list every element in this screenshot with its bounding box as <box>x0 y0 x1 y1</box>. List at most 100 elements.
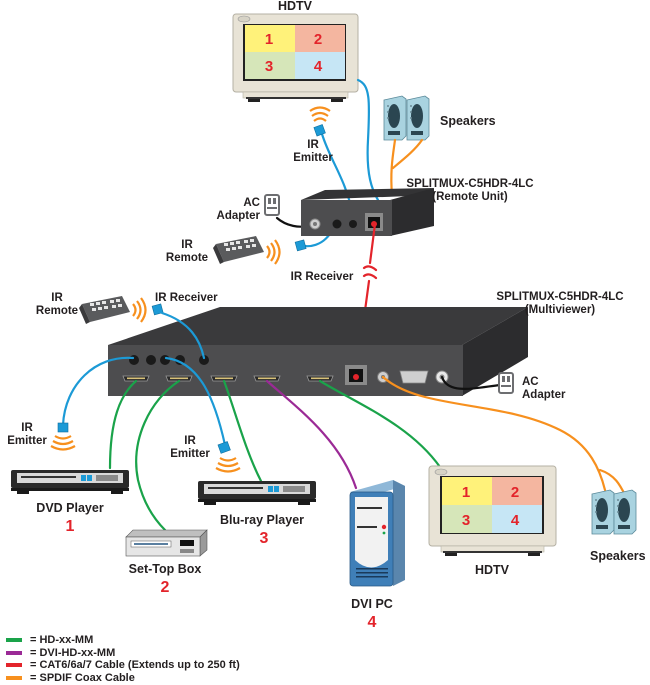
hdtv-top-quadrant-2 <box>295 25 345 52</box>
power-outlet-icon <box>264 194 280 216</box>
multiviewer-model-label: SPLITMUX-C5HDR-4LC <box>496 291 623 303</box>
dvd-player-icon <box>11 470 129 494</box>
legend-text: = DVI-HD-xx-MM <box>30 646 116 659</box>
source-number: 4 <box>368 614 377 631</box>
hdtv-top-quadrant-3 <box>245 52 295 79</box>
cable-hdmi-hdtv <box>318 379 442 469</box>
speakers-bottom: Speakers <box>590 489 646 563</box>
hdtv-top-quadrant-label: 2 <box>314 31 322 48</box>
ir-remote-top: IR Remote <box>166 236 281 266</box>
source-number: 3 <box>260 530 269 547</box>
cable-ac-power-main <box>440 375 502 390</box>
ir-receiver-top-label: IR Receiver <box>291 271 354 283</box>
hdtv-bottom-quadrant-2 <box>492 477 542 505</box>
source-dvi-pc: DVI PC 4 <box>349 480 405 631</box>
ir-emitter-dvd: IR Emitter <box>7 422 77 451</box>
ir-receiver-top: IR Receiver <box>291 239 354 283</box>
ir-emitter-top-label: Emitter <box>293 152 333 164</box>
legend-item: = SPDIF Coax Cable <box>6 672 240 685</box>
ac-adapter-top: AC Adapter <box>217 194 280 222</box>
cable-hdmi-bluray <box>222 379 263 483</box>
serial-port <box>399 370 429 384</box>
ir-remote-main-label: Remote <box>36 305 78 317</box>
ir-signal-icon <box>308 106 332 123</box>
hdtv-bottom-quadrant-1 <box>442 477 492 505</box>
hdtv-bottom-quadrant-label: 3 <box>462 512 470 529</box>
legend-swatch <box>6 663 22 668</box>
ir-signal-icon <box>49 434 77 451</box>
source-set-top-box: Set-Top Box 2 <box>125 529 208 596</box>
multiviewer-subtitle-label: (Multiviewer) <box>525 304 595 316</box>
ir-signal-icon <box>214 456 242 473</box>
legend-item: = CAT6/6a/7 Cable (Extends up to 250 ft) <box>6 659 240 672</box>
cable-hdmi-dvd <box>108 379 138 470</box>
ir-emitter-top: IR Emitter <box>293 106 333 164</box>
remote-unit: SPLITMUX-C5HDR-4LC (Remote Unit) <box>301 178 534 236</box>
source-name: Set-Top Box <box>129 562 202 576</box>
source-number: 2 <box>161 579 170 596</box>
ir-emitter-bluray-label: Emitter <box>170 448 210 460</box>
legend-swatch <box>6 650 22 655</box>
ir-receiver-main-label: IR Receiver <box>155 292 218 304</box>
legend-swatch <box>6 638 22 643</box>
cable-ir-emitter-bluray <box>164 356 227 447</box>
ir-signal-icon <box>131 296 147 324</box>
legend-swatch <box>6 675 22 680</box>
ac-adapter-top-label: AC <box>243 197 260 209</box>
ac-adapter-top-label: Adapter <box>217 210 261 222</box>
hdtv-top: 1 2 3 4 HDTV <box>232 0 359 102</box>
legend-item: = HD-xx-MM <box>6 634 240 647</box>
hdtv-bottom-label: HDTV <box>475 563 510 577</box>
ir-remote-main-label: IR <box>51 292 63 304</box>
cable-ir-receiver-main <box>160 311 206 360</box>
source-name: Blu-ray Player <box>220 513 304 527</box>
cable-hdtv-remote-unit <box>356 78 380 202</box>
hdtv-top-quadrant-label: 3 <box>265 58 273 75</box>
source-bluray-player: Blu-ray Player 3 <box>198 481 316 547</box>
power-outlet-icon <box>498 372 514 394</box>
cable-legend: = HD-xx-MM = DVI-HD-xx-MM = CAT6/6a/7 Ca… <box>6 634 240 684</box>
remote-unit-subtitle-label: (Remote Unit) <box>432 191 508 203</box>
ac-adapter-main-label: AC <box>522 376 539 388</box>
cable-dvi-pc <box>265 379 358 490</box>
hdtv-bottom-quadrant-label: 1 <box>462 484 470 501</box>
ir-emitter-bluray: IR Emitter <box>170 435 242 473</box>
source-name: DVI PC <box>351 597 393 611</box>
speakers-top-label: Speakers <box>440 114 496 128</box>
ir-emitter-dvd-label: IR <box>21 422 33 434</box>
bluray-player-icon <box>198 481 316 505</box>
hdtv-top-label: HDTV <box>278 0 313 13</box>
hdtv-top-quadrant-label: 1 <box>265 31 273 48</box>
source-number: 1 <box>66 518 75 535</box>
ac-adapter-main-label: Adapter <box>522 389 566 401</box>
legend-text: = SPDIF Coax Cable <box>30 671 135 684</box>
legend-text: = HD-xx-MM <box>30 634 94 647</box>
cable-cat6 <box>355 222 378 372</box>
multiviewer: SPLITMUX-C5HDR-4LC (Multiviewer) <box>108 291 624 396</box>
hdtv-top-quadrant-4 <box>295 52 345 79</box>
source-dvd-player: DVD Player 1 <box>11 470 129 535</box>
remote-unit-model-label: SPLITMUX-C5HDR-4LC <box>406 178 533 190</box>
ir-emitter-bluray-label: IR <box>184 435 196 447</box>
hdtv-bottom-quadrant-3 <box>442 505 492 533</box>
hdtv-bottom-quadrant-4 <box>492 505 542 533</box>
ac-adapter-main: AC Adapter <box>498 372 566 401</box>
hdtv-bottom: 1 2 3 4 HDTV <box>428 465 557 577</box>
remote-control-icon <box>79 296 130 324</box>
ir-emitter-top-label: IR <box>307 139 319 151</box>
speakers-top: Speakers <box>383 95 496 141</box>
ir-receiver-main: IR Receiver <box>151 292 218 316</box>
source-name: DVD Player <box>36 501 104 515</box>
ir-remote-top-label: Remote <box>166 252 208 264</box>
hdtv-bottom-quadrant-label: 2 <box>511 484 519 501</box>
ir-remote-top-label: IR <box>181 239 193 251</box>
ir-emitter-dvd-label: Emitter <box>7 435 47 447</box>
cable-hdmi-settop <box>135 379 181 532</box>
legend-text: = CAT6/6a/7 Cable (Extends up to 250 ft) <box>30 659 240 672</box>
ir-signal-icon <box>265 238 281 266</box>
remote-control-icon <box>213 236 264 264</box>
hdtv-bottom-quadrant-label: 4 <box>511 512 520 529</box>
cable-ir-emitter-dvd <box>61 356 135 427</box>
ir-remote-main: IR Remote <box>36 292 147 324</box>
